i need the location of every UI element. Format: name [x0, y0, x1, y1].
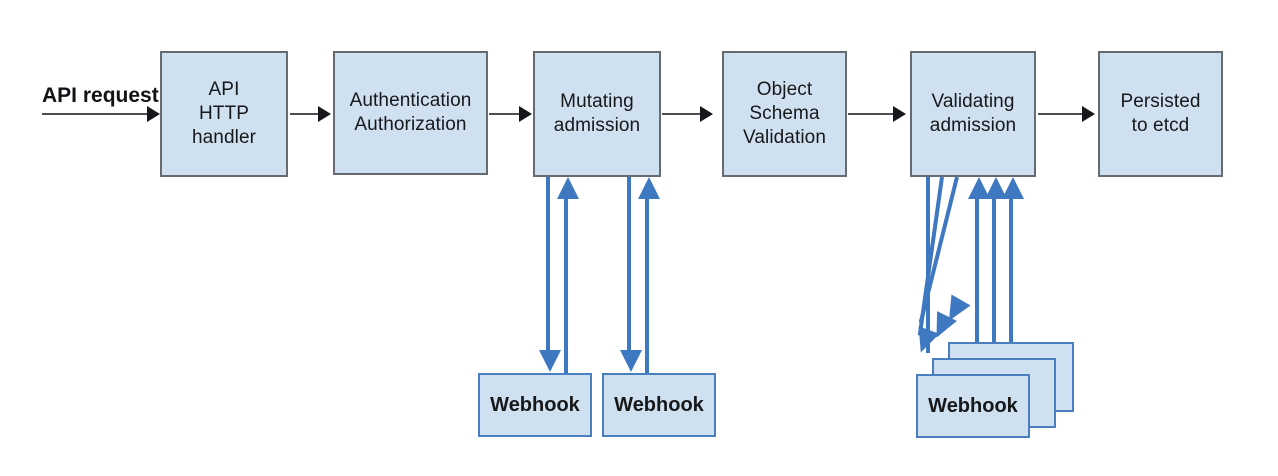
node-mutating-admission-label: Mutating admission [553, 90, 641, 136]
mutating-webhook-1-request-arrowhead [539, 350, 561, 372]
node-authentication-authorization-label: Authentication Authorization [349, 89, 472, 135]
mutating-webhook-2-response-arrowhead [638, 177, 660, 199]
validating-webhook-3-response-arrowhead [1002, 177, 1024, 199]
node-validating-admission-label: Validating admission [929, 90, 1017, 136]
api-request-arrow-head [147, 106, 160, 122]
mutating-webhook-1-response-line [564, 197, 568, 373]
api-request-label: API request [42, 84, 159, 107]
validating-webhook-3-response-line [1009, 197, 1013, 347]
node-api-http-handler-label: API HTTP handler [191, 78, 257, 149]
mutating-webhook-2-request-line [627, 177, 631, 362]
mutating-webhook-2-response-line [645, 197, 649, 373]
webhook-box-mutating-1[interactable]: Webhook [478, 373, 592, 437]
connector-mutating-to-schema-head [700, 106, 713, 122]
webhook-box-mutating-1-label: Webhook [490, 393, 580, 416]
webhook-box-mutating-2-label: Webhook [614, 393, 704, 416]
api-request-arrow-line [42, 113, 148, 115]
validating-webhook-1-response-line [975, 197, 979, 377]
connector-validating-to-etcd-head [1082, 106, 1095, 122]
connector-schema-to-validating-head [893, 106, 906, 122]
mutating-webhook-2-request-arrowhead [620, 350, 642, 372]
node-persisted-to-etcd-label: Persisted to etcd [1120, 90, 1201, 136]
connector-handler-to-auth-head [318, 106, 331, 122]
connector-schema-to-validating-line [848, 113, 896, 115]
node-validating-admission[interactable]: Validating admission [910, 51, 1036, 177]
validating-webhook-2-response-arrowhead [985, 177, 1007, 199]
webhook-box-mutating-2[interactable]: Webhook [602, 373, 716, 437]
node-object-schema-validation[interactable]: Object Schema Validation [722, 51, 847, 177]
connector-mutating-to-schema-line [662, 113, 704, 115]
validating-webhook-2-response-line [992, 197, 996, 362]
webhook-box-validating-1[interactable]: Webhook [916, 374, 1030, 438]
connector-auth-to-mutating-head [519, 106, 532, 122]
connector-validating-to-etcd-line [1038, 113, 1085, 115]
node-object-schema-validation-label: Object Schema Validation [742, 78, 827, 149]
connector-handler-to-auth-line [290, 113, 323, 115]
node-authentication-authorization[interactable]: Authentication Authorization [333, 51, 488, 175]
webhook-box-validating-1-label: Webhook [928, 394, 1018, 417]
mutating-webhook-1-request-line [546, 177, 550, 362]
validating-webhook-1-response-arrowhead [968, 177, 990, 199]
connector-auth-to-mutating-line [489, 113, 523, 115]
mutating-webhook-1-response-arrowhead [557, 177, 579, 199]
node-persisted-to-etcd[interactable]: Persisted to etcd [1098, 51, 1223, 177]
node-mutating-admission[interactable]: Mutating admission [533, 51, 661, 177]
node-api-http-handler[interactable]: API HTTP handler [160, 51, 288, 177]
